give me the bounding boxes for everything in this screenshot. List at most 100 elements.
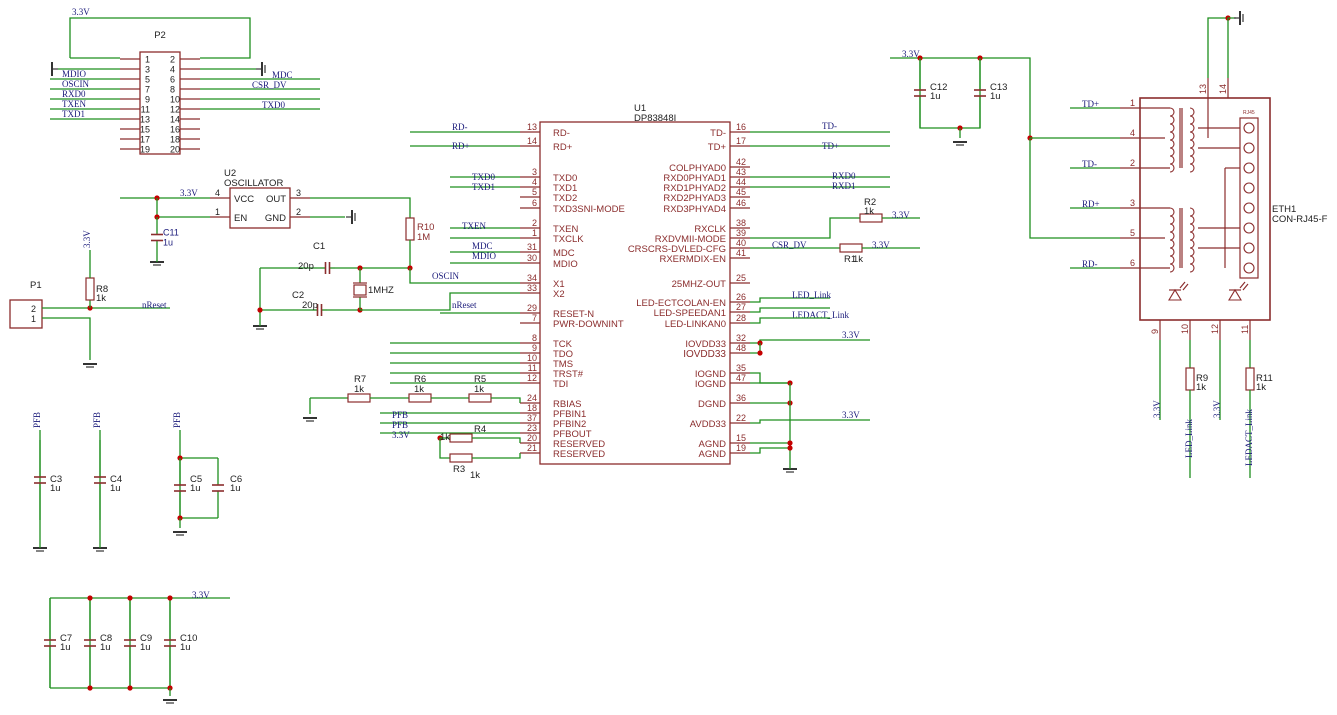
pin-name: IOVDD33 [683,349,726,360]
wire [919,58,981,129]
junction-dot [257,307,263,313]
pin-number: 2 [170,55,175,65]
pin-number: 26 [736,292,746,302]
part-line [1179,281,1186,289]
cap-ref: C7 [60,633,72,644]
r11-value: 1k [1256,382,1266,393]
net-label: 3.3V [902,49,920,59]
eth1-body [1139,97,1271,321]
pin-number: 16 [736,122,746,132]
pin-number: 2 [31,304,36,314]
ground-icon [93,547,107,552]
ground-icon [150,261,164,266]
u2-name: OSCILLATOR [224,178,283,189]
pin-number: 18 [527,403,537,413]
net-label: 3.3V [842,330,860,340]
net-label: RD- [452,122,468,132]
pin-name: TD+ [708,142,727,153]
pin-number: 20 [527,433,537,443]
net-label: TXD1 [62,109,85,119]
pin-name: MDC [553,248,575,259]
pin-name: RXERMDIX-EN [659,254,726,265]
pin-number: 41 [736,248,746,258]
pin-number: 15 [140,125,150,135]
pin-number: 43 [736,167,746,177]
pin-number: 17 [140,135,150,145]
pin-number: 36 [736,393,746,403]
pin-number: 1 [145,55,150,65]
resistor-body [1185,367,1195,391]
pin-number: 35 [736,363,746,373]
pin-number: 7 [532,313,537,323]
ground-icon [1234,11,1244,25]
net-label: LEDACT_Link [1244,409,1254,466]
net-label: 3.3V [180,188,198,198]
pin-number: 10 [527,353,537,363]
pin-number: 13 [527,122,537,132]
pin-name: RXDVMII-MODE [655,234,726,245]
net-label: PFB [32,412,42,428]
net-label: OSCIN [62,79,90,89]
pin-number: 1 [31,314,36,324]
pin-number: 4 [1130,128,1135,138]
net-label: nReset [452,300,477,310]
pin-name: RBIAS [553,399,582,410]
pin-number: 33 [527,283,537,293]
cap-value: 1u [163,238,173,248]
resistor-body [1245,367,1255,391]
wire [42,317,91,360]
wire [750,447,790,454]
pin-name: AVDD33 [690,419,726,430]
r10-ref: R10 [417,222,434,233]
net-label: 3.3V [842,410,860,420]
pin-number: 4 [170,65,175,75]
pin-name: VCC [234,194,254,205]
pin-number: 29 [527,303,537,313]
pin-number: 32 [736,333,746,343]
net-label: LED_Link [1184,419,1194,458]
ground-icon [953,141,967,146]
pin-number: 48 [736,343,746,353]
net-label: TD+ [1082,99,1099,109]
pin-name: IOVDD33 [685,339,726,350]
pin-name: TXEN [553,224,578,235]
pin-name: COLPHYAD0 [669,163,726,174]
r4-ref: R4 [474,424,486,435]
pin-number: 31 [527,242,537,252]
wire [360,292,520,311]
wire [1207,17,1228,78]
part-line [1239,281,1246,289]
pin-number: 1 [532,228,537,238]
net-label: RD+ [452,141,470,151]
pin-number: 6 [532,198,537,208]
pin-name: TDI [553,379,568,390]
pin-name: IOGND [695,369,726,380]
pin-name: RD+ [553,142,573,153]
pin-name: MDIO [553,259,578,270]
r9-ref: R9 [1196,373,1208,384]
wire [439,438,450,459]
r10-value: 1M [417,232,430,243]
ground-icon [346,210,356,224]
r8-value: 1k [96,293,106,304]
pin-name: TXCLK [553,234,584,245]
r5-ref: R5 [474,374,486,385]
c2-ref: C2 [292,290,304,301]
net-label: CSR_DV [252,80,287,90]
pin-name: AGND [699,439,727,450]
r7-ref: R7 [354,374,366,385]
net-label: 3.3V [1152,400,1162,418]
pin-name: CRSCRS-DVLED-CFG [628,244,726,255]
wire [750,372,790,384]
pin-number: 38 [736,218,746,228]
net-label: TXD0 [262,100,285,110]
u1-name: DP83848I [634,113,676,124]
pin-number: 13 [1198,84,1208,94]
net-label: nReset [142,300,167,310]
net-label: RD+ [1082,199,1100,209]
pin-number: 12 [170,105,180,115]
pin-number: 3 [532,167,537,177]
